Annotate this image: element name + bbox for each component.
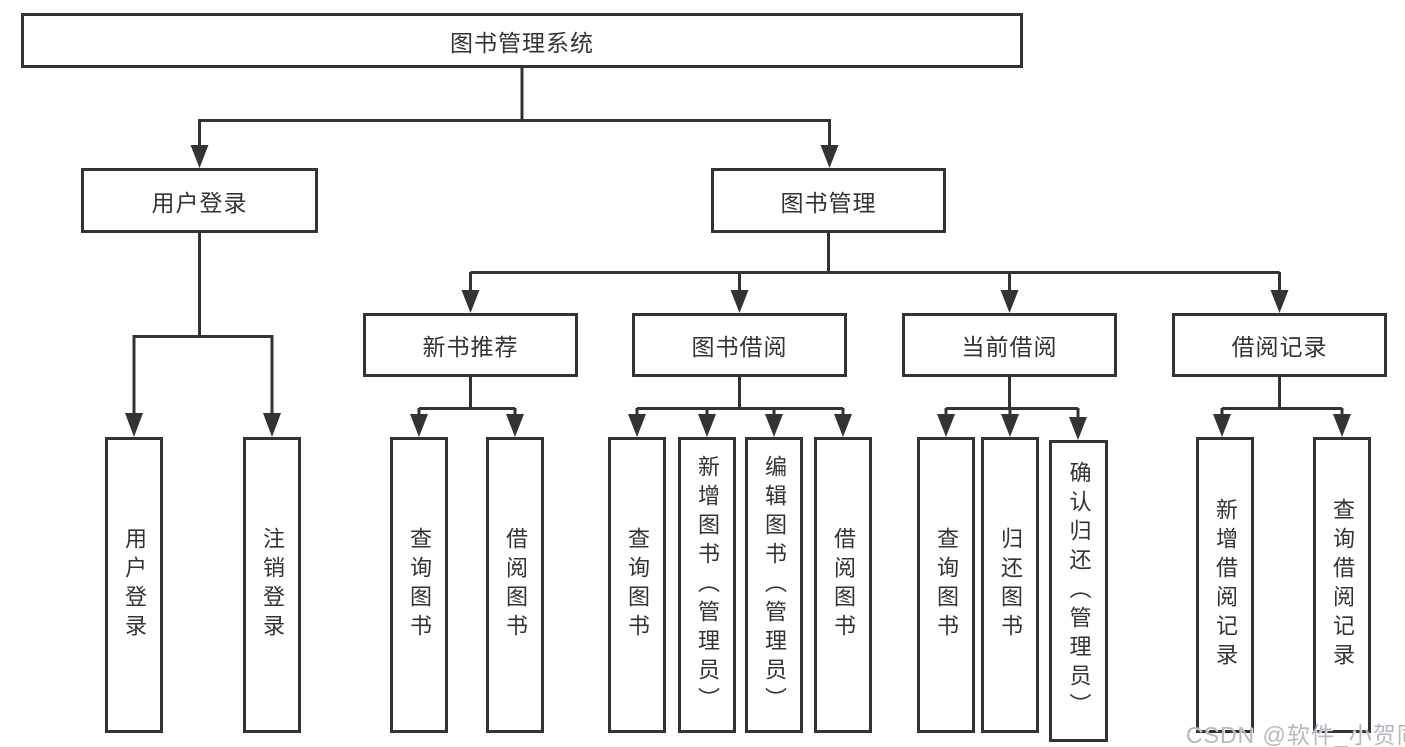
edge-borrowing-to-leaves xyxy=(635,377,845,417)
arrowhead xyxy=(765,414,783,437)
node-label: 用户登录 xyxy=(122,527,147,643)
arrowhead xyxy=(263,413,281,437)
arrowhead xyxy=(1069,417,1087,440)
arrowhead xyxy=(820,145,839,168)
node-label: 新增借阅记录 xyxy=(1213,498,1238,672)
edge-root-to-level2 xyxy=(198,68,831,147)
leaf-add-borrow-record: 新增借阅记录 xyxy=(1196,437,1254,733)
node-label: 新书推荐 xyxy=(422,334,519,360)
node-label: 注销登录 xyxy=(260,527,285,643)
node-book-management: 图书管理 xyxy=(711,168,946,233)
node-label: 归还图书 xyxy=(998,527,1023,643)
node-label: 图书管理系统 xyxy=(450,29,594,56)
node-new-book-recommend: 新书推荐 xyxy=(363,313,578,377)
arrowhead xyxy=(834,414,852,437)
arrowhead xyxy=(1001,414,1019,437)
leaf-query-books-current: 查询图书 xyxy=(917,437,975,733)
node-label: 借阅图书 xyxy=(831,527,856,643)
node-current-borrowing: 当前借阅 xyxy=(902,313,1117,377)
edge-current-to-leaves xyxy=(944,377,1080,419)
arrowhead xyxy=(461,290,480,313)
leaf-user-login: 用户登录 xyxy=(105,437,163,733)
edge-bookmgmt-to-level3 xyxy=(469,232,1281,292)
arrowhead xyxy=(730,290,749,313)
arrowhead xyxy=(125,413,143,437)
node-label: 当前借阅 xyxy=(961,334,1058,360)
arrowhead xyxy=(1213,414,1231,437)
leaf-logout-login: 注销登录 xyxy=(243,437,301,733)
node-label: 查询图书 xyxy=(934,527,959,643)
leaf-query-borrow-record: 查询借阅记录 xyxy=(1313,437,1371,733)
arrowhead xyxy=(628,414,646,437)
node-label: 查询借阅记录 xyxy=(1330,498,1355,672)
arrowhead xyxy=(506,414,524,437)
node-label: 图书借阅 xyxy=(691,334,788,360)
node-label: 编辑图书（管理员） xyxy=(762,454,787,716)
edge-userlogin-to-leaves xyxy=(132,233,274,416)
node-user-login: 用户登录 xyxy=(81,168,318,233)
leaf-add-books-admin: 新增图书（管理员） xyxy=(678,437,736,733)
node-label: 查询图书 xyxy=(407,527,432,643)
node-label: 新增图书（管理员） xyxy=(695,454,720,716)
arrowhead xyxy=(937,414,955,437)
arrowhead xyxy=(410,414,428,437)
edge-recommend-to-leaves xyxy=(417,377,517,417)
leaf-query-books-borrowing: 查询图书 xyxy=(608,437,666,733)
arrowhead xyxy=(1333,414,1351,437)
node-label: 借阅记录 xyxy=(1231,334,1328,360)
node-book-borrowing: 图书借阅 xyxy=(632,313,847,377)
arrowhead xyxy=(698,414,716,437)
node-label: 图书管理 xyxy=(780,189,877,216)
arrowhead xyxy=(1270,290,1289,313)
node-label: 用户登录 xyxy=(151,189,248,216)
node-label: 确认归还（管理员） xyxy=(1066,460,1092,722)
node-label: 查询图书 xyxy=(625,527,650,643)
leaf-return-books: 归还图书 xyxy=(981,437,1039,733)
leaf-query-books-recommend: 查询图书 xyxy=(390,437,448,733)
leaf-edit-books-admin: 编辑图书（管理员） xyxy=(745,437,803,733)
leaf-borrow-books-recommend: 借阅图书 xyxy=(486,437,544,733)
csdn-watermark: CSDN @软件_小贺同学 xyxy=(1186,722,1405,747)
node-borrow-records: 借阅记录 xyxy=(1172,313,1387,377)
arrowhead xyxy=(1000,290,1019,313)
node-library-management-system: 图书管理系统 xyxy=(21,13,1023,68)
arrowhead xyxy=(190,145,209,168)
leaf-borrow-books-borrowing: 借阅图书 xyxy=(814,437,872,733)
node-label: 借阅图书 xyxy=(503,527,528,643)
leaf-confirm-return-admin: 确认归还（管理员） xyxy=(1049,440,1108,742)
edge-records-to-leaves xyxy=(1220,377,1344,417)
